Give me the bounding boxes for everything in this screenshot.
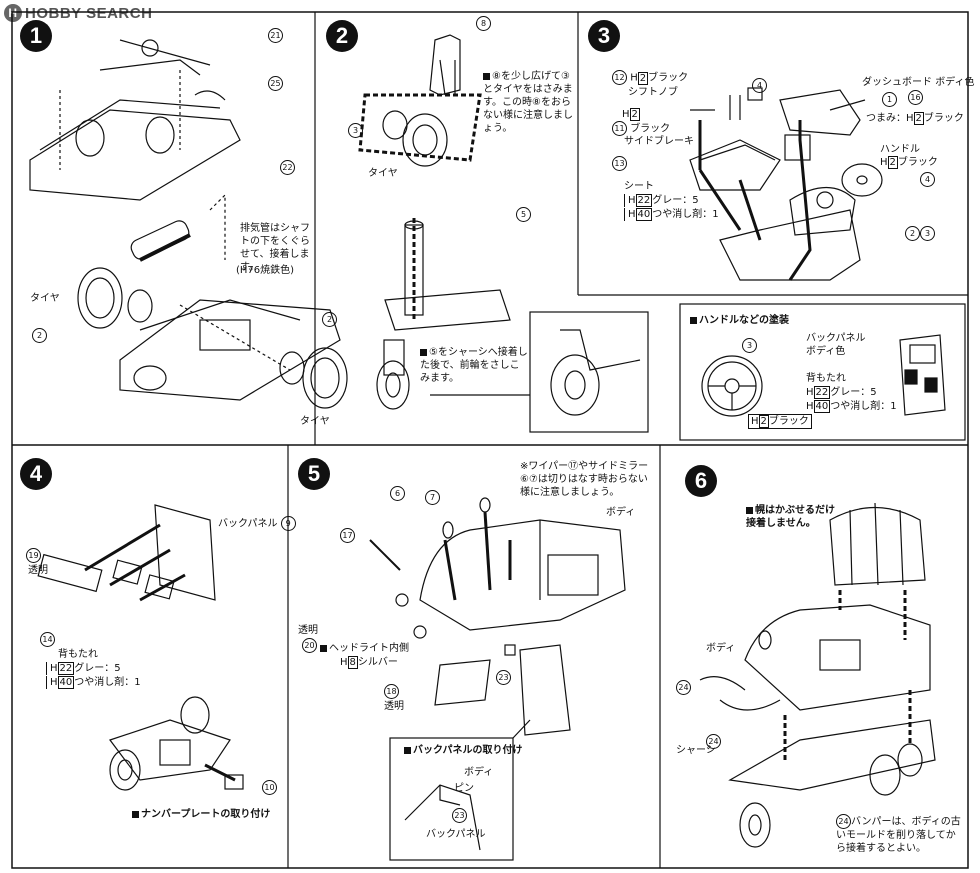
sheet-border (11, 11, 969, 869)
step2-note-2: ⑤をシャーシへ接着した後で、前輪をさしこみます。 (420, 347, 528, 384)
step3-part-16: 16 (908, 90, 923, 105)
step4-back-panel: バックパネル 9 (218, 516, 296, 531)
step5-headlight: ヘッドライト内側 (320, 642, 409, 655)
step6-part-24b: 24 (706, 734, 721, 749)
paint-box-back-panel: バックパネル (806, 333, 866, 344)
step6-note: 幌はかぶせるだけ接着しません。 (746, 505, 835, 529)
step5-part-20: 20 (302, 638, 317, 653)
step6-part-24a: 24 (676, 680, 691, 695)
step4-plate-title: ナンバープレートの取り付け (132, 808, 270, 821)
step5-part-7: 7 (425, 490, 440, 505)
paint-box-body-color: ボディ色 (806, 346, 846, 357)
step5-body: ボディ (606, 507, 636, 518)
step1-part-2a: 2 (32, 328, 47, 343)
step1-exhaust-note: 排気管はシャフトの下をくぐらせて、接着します。 (240, 223, 310, 273)
step3-part-4b: 4 (920, 172, 935, 187)
step1-tire-label-2: タイヤ (300, 416, 330, 427)
step2-wheel-drawing (358, 34, 649, 433)
step2-tire-label: タイヤ (368, 168, 398, 179)
step5-part-18: 18 (384, 684, 399, 699)
step1-exhaust-color: (H76焼鉄色) (236, 265, 295, 276)
step3-dashboard: ダッシュボード ボディ色 (862, 77, 975, 88)
step4-clear: 透明 (28, 565, 48, 576)
step5-note: ※ワイパー⑰やサイドミラー⑥⑦は切りはなす時おらない様に注意しましょう。 (520, 461, 649, 498)
step1-chassis-drawing (29, 39, 348, 409)
paint-box-drawing (701, 334, 946, 417)
brand-text: HOBBY SEARCH (25, 4, 153, 22)
step4-part-10: 10 (262, 780, 277, 795)
step3-side-brake: サイドブレーキ (624, 136, 694, 147)
step6-chassis: シャーシ (676, 745, 716, 756)
step5-part-17: 17 (340, 528, 355, 543)
step4-part-19: 19 (26, 548, 41, 563)
step1-part-22: 22 (280, 160, 295, 175)
step-number-3: 3 (588, 20, 620, 52)
step2-part-5: 5 (516, 207, 531, 222)
step5-clear-20: 透明 (298, 625, 318, 636)
paint-box-part-3: 3 (742, 338, 757, 353)
step2-note-1: ⑧を少し広げて③とタイヤをはさみます。この時⑧をおらない様に注意しましょう。 (483, 71, 573, 134)
step-number-1: 1 (20, 20, 52, 52)
step1-part-2b: 2 (322, 312, 337, 327)
step4-backpanel-drawing (37, 504, 244, 791)
step4-part-14: 14 (40, 632, 55, 647)
step5-sub-body: ボディ (464, 767, 494, 778)
step-number-5: 5 (298, 458, 330, 490)
step5-sub-title: バックパネルの取り付け (404, 744, 523, 757)
step6-assembly-drawing (699, 502, 936, 848)
step-number-6: 6 (685, 465, 717, 497)
step2-part-3: 3 (348, 123, 363, 138)
step1-part-21: 21 (268, 28, 283, 43)
paint-box-backrest: 背もたれ (806, 373, 846, 384)
step3-handle: ハンドル (880, 144, 920, 155)
step6-body: ボディ (706, 643, 736, 654)
step5-body-drawing (369, 497, 626, 861)
step5-sub-part-23: 23 (452, 808, 467, 823)
step2-part-8: 8 (476, 16, 491, 31)
step5-part-6: 6 (390, 486, 405, 501)
step-number-4: 4 (20, 458, 52, 490)
step3-part-4: 4 (752, 78, 767, 93)
step3-part-11: 11 ブラック (612, 121, 670, 136)
step3-part-13: 13 (612, 156, 627, 171)
step3-shift-knob: シフトノブ (628, 87, 678, 98)
step5-clear-18: 透明 (384, 701, 404, 712)
step3-interior-drawing (689, 87, 883, 281)
step5-sub-pin: ピン (454, 783, 474, 794)
step1-part-25: 25 (268, 76, 283, 91)
step3-part-1: 1 (882, 92, 897, 107)
step5-part-23: 23 (496, 670, 511, 685)
step3-seat-label: シート (624, 181, 654, 192)
paint-box-title: ハンドルなどの塗装 (690, 314, 789, 327)
step-number-2: 2 (326, 20, 358, 52)
step5-sub-back-panel: バックパネル (426, 829, 486, 840)
step1-tire-label: タイヤ (30, 293, 60, 304)
paint-box (679, 303, 966, 441)
step4-backrest: 背もたれ (58, 649, 98, 660)
